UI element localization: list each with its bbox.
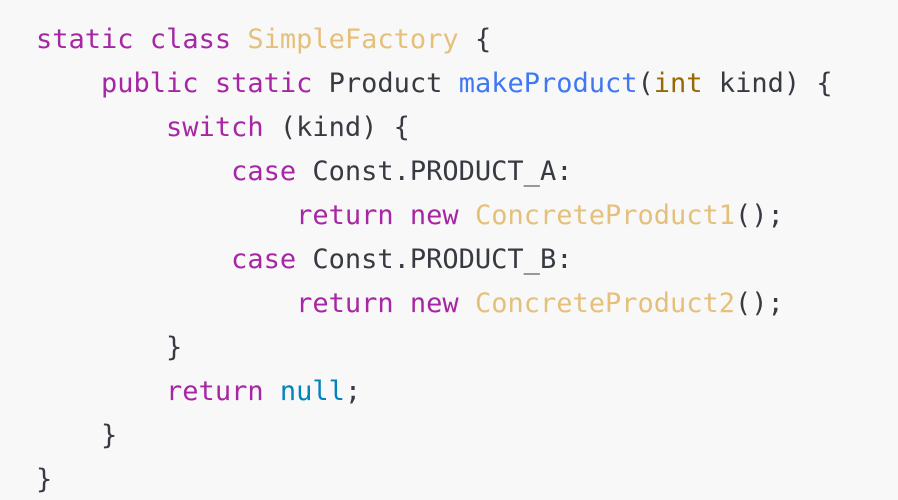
code-token: int <box>653 68 703 99</box>
code-line: return new ConcreteProduct1(); <box>36 194 898 238</box>
code-line: return new ConcreteProduct2(); <box>36 282 898 326</box>
code-token <box>199 68 215 99</box>
code-token: new <box>409 200 459 231</box>
code-token: return <box>296 288 394 319</box>
code-line: static class SimpleFactory { <box>36 18 898 62</box>
code-token: null <box>279 376 345 407</box>
code-token: { <box>458 24 492 55</box>
code-token: } <box>101 420 118 451</box>
code-token: (); <box>735 200 784 231</box>
code-token <box>394 288 410 319</box>
code-token: Const.PRODUCT_A: <box>296 156 573 187</box>
code-token: makeProduct <box>458 68 638 99</box>
code-token <box>264 376 280 407</box>
code-token: ; <box>344 376 362 407</box>
code-token <box>134 24 150 55</box>
code-indent <box>36 200 296 231</box>
code-line: } <box>36 326 898 370</box>
code-line: return null; <box>36 370 898 414</box>
code-indent <box>36 156 231 187</box>
code-token: SimpleFactory <box>247 24 459 55</box>
code-line: case Const.PRODUCT_B: <box>36 238 898 282</box>
code-token: } <box>166 332 183 363</box>
code-indent <box>36 288 296 319</box>
code-token: (); <box>735 288 784 319</box>
code-token: switch <box>166 112 264 143</box>
code-token <box>459 200 475 231</box>
code-indent <box>36 376 166 407</box>
code-line: switch (kind) { <box>36 106 898 150</box>
code-token: (kind) { <box>263 112 410 143</box>
code-token: Const.PRODUCT_B: <box>296 244 573 275</box>
code-indent <box>36 244 231 275</box>
code-indent <box>36 420 101 451</box>
code-token <box>459 288 475 319</box>
code-token: static <box>36 24 134 55</box>
code-indent <box>36 112 166 143</box>
code-line: case Const.PRODUCT_A: <box>36 150 898 194</box>
code-token: case <box>231 156 297 187</box>
code-token: } <box>36 464 53 495</box>
code-token: return <box>166 376 264 407</box>
code-token <box>231 24 247 55</box>
code-token: new <box>409 288 459 319</box>
code-indent <box>36 68 101 99</box>
code-token: return <box>296 200 394 231</box>
code-indent <box>36 332 166 363</box>
code-token: public <box>101 68 199 99</box>
code-token: ( <box>637 68 654 99</box>
code-token <box>394 200 410 231</box>
code-token: kind) { <box>702 68 833 99</box>
code-token: Product <box>312 68 459 99</box>
code-token: static <box>214 68 313 99</box>
code-token: case <box>231 244 297 275</box>
code-token: ConcreteProduct2 <box>474 288 736 319</box>
code-token: ConcreteProduct1 <box>474 200 736 231</box>
code-token: class <box>149 24 232 55</box>
code-line: public static Product makeProduct(int ki… <box>36 62 898 106</box>
code-line: } <box>36 414 898 458</box>
code-line: } <box>36 458 898 500</box>
